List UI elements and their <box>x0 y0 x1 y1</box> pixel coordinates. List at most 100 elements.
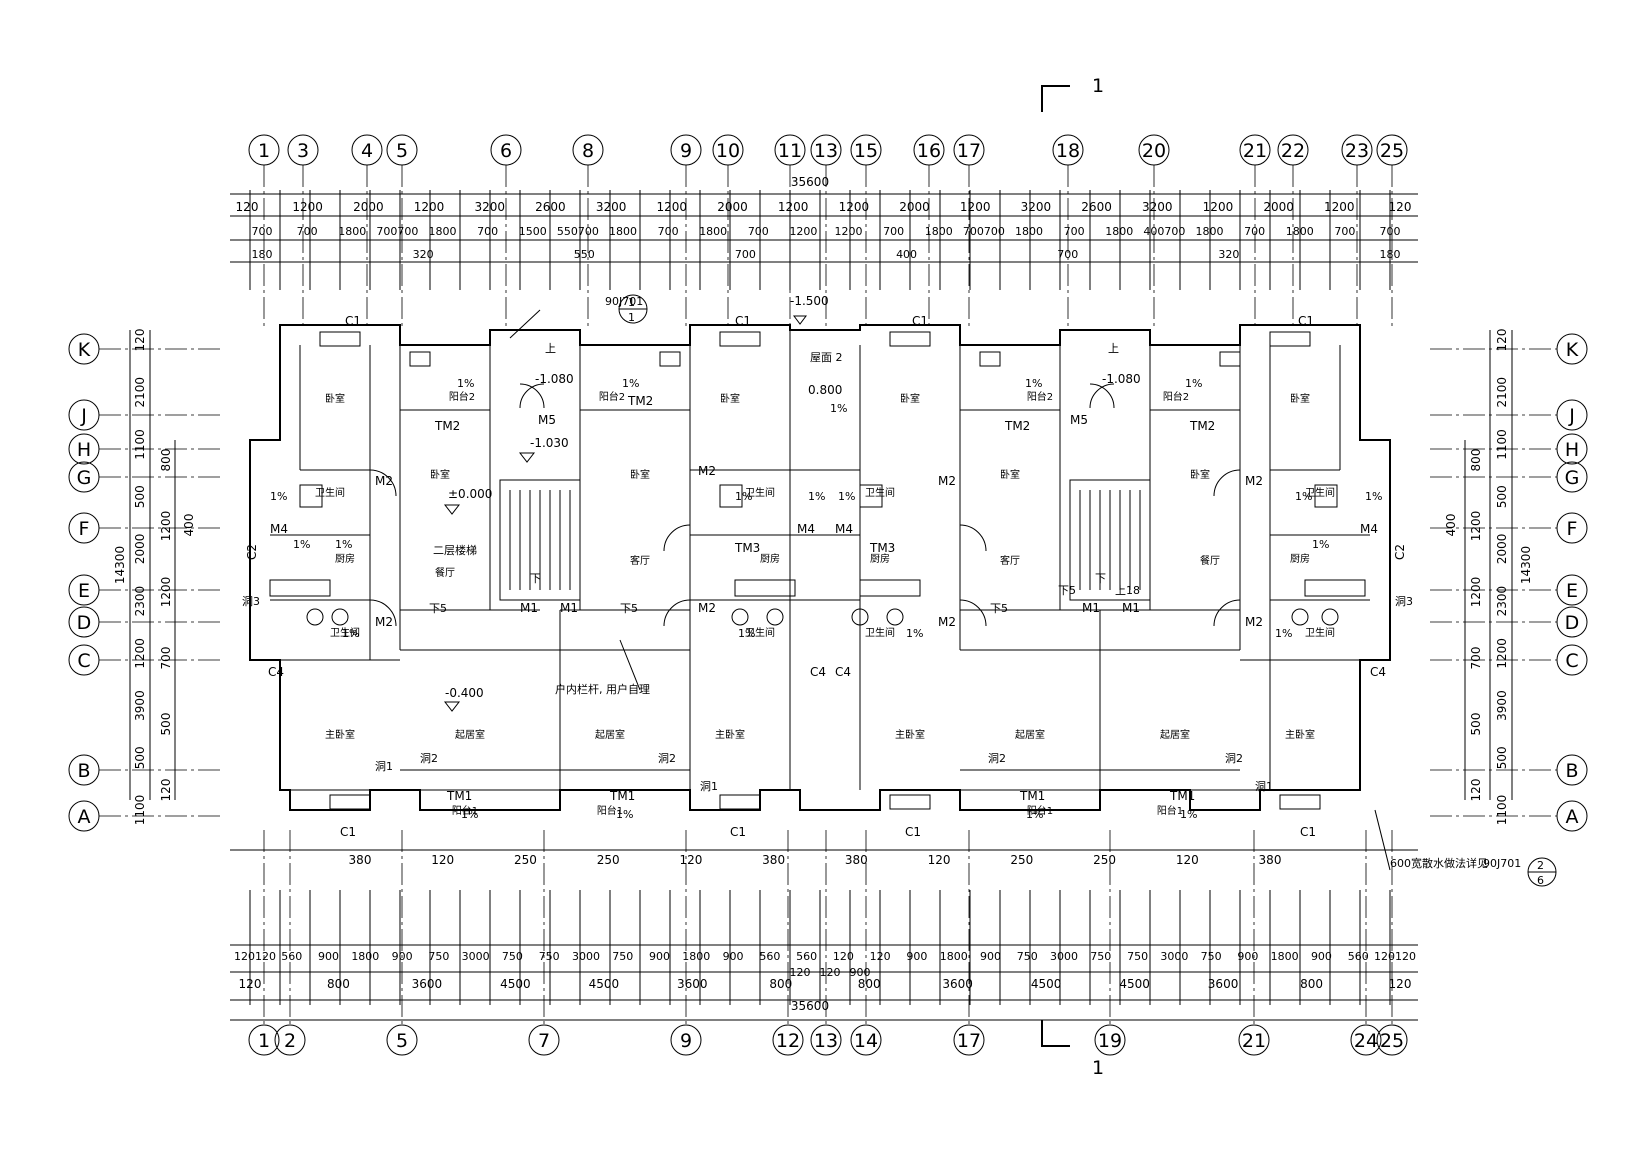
axis-top-3-1-label: 3 <box>297 140 309 162</box>
axis-left-K: K <box>68 333 100 365</box>
axis-left-A-label: A <box>78 806 91 828</box>
dim-right-inner-3: 700 <box>1469 647 1483 670</box>
dim-left-6: 1200 <box>133 638 147 669</box>
bottom-dimension-ticks <box>249 890 1391 1005</box>
top-row1-13: 3200 <box>1021 200 1052 214</box>
dim-left-inner-0: 800 <box>159 449 173 472</box>
bottom-row1-29: 900 <box>1311 950 1332 963</box>
axis-top-8-5: 8 <box>572 134 604 166</box>
tag-m2-1: M2 <box>375 474 393 488</box>
level-l6: -0.400 <box>445 686 484 700</box>
axis-top-17-12: 17 <box>953 134 985 166</box>
top-row2-0: 700 <box>252 225 273 238</box>
axis-right-J-label: J <box>1568 405 1575 427</box>
dim-right-9: 1100 <box>1495 795 1509 826</box>
room-balcony1-1: 阳台1 <box>452 804 478 817</box>
axis-left-E: E <box>68 574 100 606</box>
slope-7: 1% <box>335 538 352 551</box>
stair-down-1: 下 <box>530 572 541 585</box>
room-bedroom-2: 卧室 <box>430 468 450 481</box>
right-mid-dimension: 400 <box>1444 514 1458 537</box>
axis-right-A: A <box>1556 800 1588 832</box>
axis-top-6-4: 6 <box>490 134 522 166</box>
dim-right-4: 2000 <box>1495 534 1509 565</box>
top-row1-2: 2000 <box>353 200 384 214</box>
top-row2-5: 700 <box>477 225 498 238</box>
top-row2-15: 1800 <box>925 225 953 238</box>
tag-c1-6: C1 <box>730 825 746 839</box>
tag-hole3-2: 洞3 <box>1395 595 1413 608</box>
bottom-row0-10: 120 <box>1176 853 1199 867</box>
hole-label-3: 下5 <box>620 602 638 615</box>
top-row3-2: 550 <box>574 248 595 261</box>
top-row2-14: 700 <box>883 225 904 238</box>
axis-right-D-label: D <box>1565 612 1580 634</box>
top-row3-1: 320 <box>413 248 434 261</box>
dim-left-2: 1100 <box>133 429 147 460</box>
bottom-row1-18: 900 <box>906 950 927 963</box>
bottom-row2-10: 4500 <box>1119 977 1150 991</box>
top-row2-21: 1800 <box>1196 225 1224 238</box>
bottom-row1-5: 750 <box>428 950 449 963</box>
room-bath-8: 卫生间 <box>1305 626 1335 639</box>
tag-m5-2: M5 <box>1070 413 1088 427</box>
dim-left-inner-3: 700 <box>159 647 173 670</box>
room-study-2: 起居室 <box>595 728 625 741</box>
stair-down-2: 下 <box>1095 572 1106 585</box>
axis-top-25-18: 25 <box>1376 134 1408 166</box>
bottom-row1-15: 560 <box>796 950 817 963</box>
bottom-row1-14: 560 <box>759 950 780 963</box>
bottom-row1-31: 120120 <box>1374 950 1416 963</box>
bottom-row1-4: 900 <box>392 950 413 963</box>
bottom-row2-12: 800 <box>1300 977 1323 991</box>
top-row3-0: 180 <box>252 248 273 261</box>
tag-hole2-1: 洞2 <box>420 752 438 765</box>
tag-tm3-2: TM3 <box>869 541 895 555</box>
room-bath-3: 卫生间 <box>745 486 775 499</box>
top-row1-7: 1200 <box>657 200 688 214</box>
axis-right-F: F <box>1556 512 1588 544</box>
bottom-dimension-lines <box>230 849 1418 1021</box>
axis-right-D: D <box>1556 606 1588 638</box>
top-row1-18: 1200 <box>1324 200 1355 214</box>
top-row1-4: 3200 <box>474 200 505 214</box>
axis-top-18-13: 18 <box>1052 134 1084 166</box>
axis-bottom-24-11-label: 24 <box>1354 1030 1378 1052</box>
level-markers: -1.500 -1.080 -1.080 -1.030 ±0.000 0.800… <box>443 294 1141 712</box>
axis-right-F-label: F <box>1567 518 1578 540</box>
axis-bottom-1-0-label: 1 <box>258 1030 270 1052</box>
dim-left-7: 3900 <box>133 690 147 721</box>
grid-lines <box>99 165 1557 1025</box>
room-dining-2: 餐厅 <box>1200 554 1220 567</box>
axis-bottom-12-5-label: 12 <box>776 1030 800 1052</box>
bottom-row0-1: 120 <box>431 853 454 867</box>
tag-hole1-2: 洞1 <box>700 780 718 793</box>
axis-bottom-17-8: 17 <box>953 1024 985 1056</box>
tag-c4-4: C4 <box>1370 665 1386 679</box>
building-walls <box>249 324 1391 811</box>
room-bath-5: 卫生间 <box>865 486 895 499</box>
axis-right-G-label: G <box>1565 467 1580 489</box>
axis-right-C-label: C <box>1565 650 1578 672</box>
axis-left-F: F <box>68 512 100 544</box>
axis-bottom-17-8-label: 17 <box>957 1030 981 1052</box>
bottom-row0-2: 250 <box>514 853 537 867</box>
top-row2-24: 700 <box>1334 225 1355 238</box>
level-l2-left: -1.080 <box>535 372 574 386</box>
room-dining-1: 餐厅 <box>435 566 455 579</box>
tag-c1-1: C1 <box>345 314 361 328</box>
axis-bottom-5-2-label: 5 <box>396 1030 408 1052</box>
bottom-row1-25: 3000 <box>1160 950 1188 963</box>
bottom-row0-5: 380 <box>762 853 785 867</box>
top-row2-11: 700 <box>748 225 769 238</box>
axis-top-11-8-label: 11 <box>778 140 802 162</box>
bottom-row2-5: 3600 <box>677 977 708 991</box>
axis-top-21-15-label: 21 <box>1243 140 1267 162</box>
bottom-row1-20: 900 <box>980 950 1001 963</box>
axis-right-H: H <box>1556 433 1588 465</box>
room-labels: 卧室 卧室 卧室 卧室 卧室 卧室 卧室 卧室 餐厅 客厅 客厅 餐厅 厨房 厨… <box>315 390 1335 817</box>
axis-left-C-label: C <box>77 650 90 672</box>
ref-bottom-sheet: 6 <box>1537 874 1544 887</box>
